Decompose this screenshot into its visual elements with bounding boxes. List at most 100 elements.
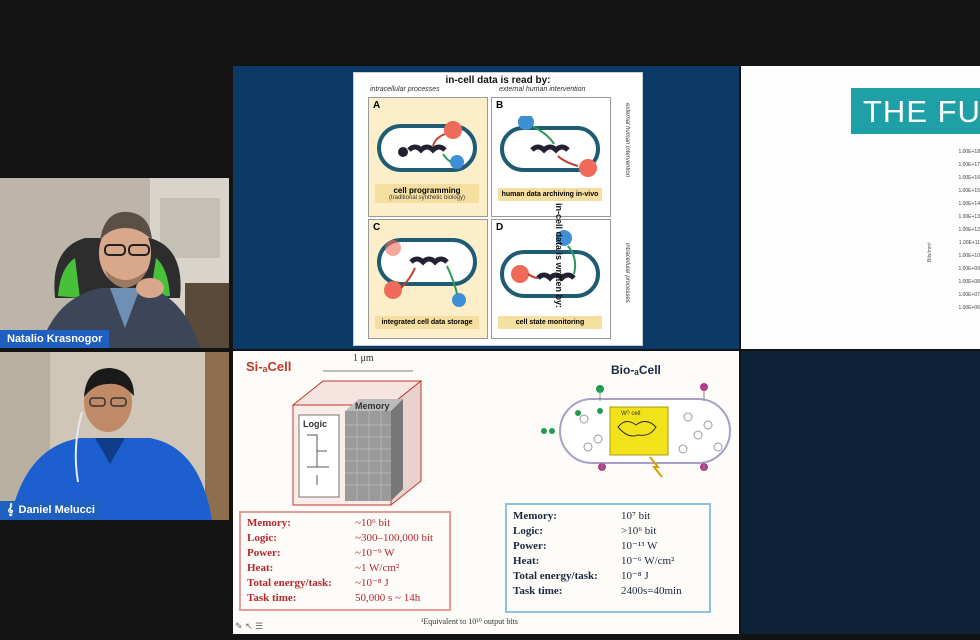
spec-key: Logic: (513, 525, 543, 537)
spec-value: ~300–100,000 bit (355, 532, 434, 544)
axis-tick-label: 1.00E+14 (958, 201, 980, 207)
cell-diagram-icon (377, 238, 477, 307)
bio-chip-label: Wᴼ cell (621, 411, 641, 417)
spec-row: Power: ~10⁻⁹ W (247, 546, 443, 561)
spec-value: 10⁻⁸ J (621, 570, 649, 582)
spec-value: 10⁷ bit (621, 510, 651, 522)
participant-name-tag: Natalio Krasnogor (0, 330, 110, 348)
spec-key: Total energy/task: (247, 577, 332, 589)
spec-value: 10⁻⁶ W/cm² (621, 555, 675, 567)
figure-side-label: in-cell data is written by: (554, 203, 564, 309)
spec-key: Total energy/task: (513, 570, 598, 582)
spec-row: Task time: 2400s=40min (513, 584, 703, 599)
shared-slide-cell-comparison[interactable]: Si-ₐCell 1 μm Logic Memory Memory:~10⁶ b… (233, 351, 739, 634)
pen-icon[interactable]: ✎ (235, 621, 243, 631)
figure-card: in-cell data is read by: intracellular p… (353, 72, 643, 346)
figure-subtitle-left: intracellular processes (370, 86, 440, 93)
spec-value: ~10⁻⁹ W (355, 547, 395, 559)
panel-caption: cell programming (traditional synthetic … (375, 184, 479, 203)
participant-tile-daniel[interactable]: 𝄞Daniel Melucci (0, 352, 229, 520)
figure-panel-a: A cell programming (traditional syntheti… (368, 97, 488, 217)
spec-row: Task time: 50,000 s ~ 14h (247, 591, 443, 606)
spec-key: Task time: (513, 585, 563, 597)
spec-value: 10⁻¹³ W (621, 540, 658, 552)
axis-ylabel: Bits/mm² (927, 242, 933, 262)
axis-tick-label: 1.00E+11 (958, 240, 980, 246)
spec-row: Heat: 10⁻⁶ W/cm² (513, 554, 703, 569)
axis-tick-label: 1.00E+08 (958, 279, 980, 285)
spec-row: Power: 10⁻¹³ W (513, 539, 703, 554)
shared-slide-in-cell-data[interactable]: in-cell data is read by: intracellular p… (233, 66, 739, 349)
bio-cell-diagram-icon (541, 383, 731, 478)
panel-letter: A (373, 100, 381, 111)
slide-footnote: ¹Equivalent to 10¹⁰ output bits (421, 617, 518, 626)
spec-row: Memory:10⁷ bit (513, 509, 703, 524)
axis-tick-label: 1.00E+17 (958, 162, 980, 168)
figure-panel-d: D cell state monitoring (491, 219, 611, 339)
cell-diagram-icon (500, 230, 600, 298)
axis-tick-label: 1.00E+18 (958, 149, 980, 155)
spec-key: Logic: (247, 532, 277, 544)
spec-row: Heat: ~1 W/cm² (247, 561, 443, 576)
participant-video-natalio (0, 178, 229, 348)
panel-caption: integrated cell data storage (375, 316, 479, 329)
panel-label: cell programming (393, 186, 461, 195)
cell-diagram-icon (500, 116, 600, 177)
axis-tick-label: 1.00E+12 (958, 227, 980, 233)
spec-key: Heat: (513, 555, 540, 567)
panel-label: integrated cell data storage (381, 319, 473, 326)
spec-key: Power: (247, 547, 281, 559)
shared-slide-the-future[interactable]: THE FU Bits/mm² 1.00E+18 1.00E+17 1.00E+16… (741, 66, 980, 349)
panel-caption: cell state monitoring (498, 316, 602, 329)
figure-panel-b: B human data archiving in-vivo (491, 97, 611, 217)
axis-tick-label: 1.00E+10 (958, 253, 980, 259)
pointer-icon[interactable]: ↖ (245, 621, 253, 631)
axis-tick-label: 1.00E+16 (958, 175, 980, 181)
figure-side-sub-top: external human intervention (624, 103, 630, 178)
figure-panel-c: C integrated cell data storage (368, 219, 488, 339)
si-cell-block-icon (291, 370, 423, 507)
axis-tick-label: 1.00E+15 (958, 188, 980, 194)
panel-sublabel: (traditional synthetic biology) (388, 195, 466, 201)
spec-key: Task time: (247, 592, 297, 604)
figure-side-sub-bottom: intracellular processes (624, 243, 630, 303)
participant-video-daniel (0, 352, 229, 520)
axis-ticks: 1.00E+18 1.00E+17 1.00E+16 1.00E+15 1.00E+14… (943, 146, 980, 315)
bio-cell-title: Bio-ₐCell (611, 363, 661, 377)
spec-row: Memory:~10⁶ bit (247, 516, 443, 531)
menu-icon[interactable]: ☰ (255, 621, 264, 631)
slide-toolbar[interactable]: ✎ ↖ ☰ (235, 621, 263, 632)
memory-label: Memory (355, 401, 390, 411)
spec-value: 2400s=40min (621, 585, 682, 597)
axis-tick-label: 1.00E+07 (958, 292, 980, 298)
panel-caption: human data archiving in-vivo (498, 188, 602, 201)
figure-title: in-cell data is read by: (445, 75, 551, 86)
spec-value: ~1 W/cm² (355, 562, 400, 574)
spec-key: Heat: (247, 562, 274, 574)
participant-tile-natalio[interactable]: Natalio Krasnogor (0, 178, 229, 348)
cell-diagram-icon (377, 121, 477, 172)
slide-title: THE FU (863, 94, 980, 129)
spec-value: >10⁶ bit (621, 525, 657, 537)
si-cell-title: Si-ₐCell (246, 359, 292, 374)
si-cell-dimension: 1 μm (353, 353, 374, 364)
axis-tick-label: 1.00E+06 (958, 305, 980, 311)
spec-value: 50,000 s ~ 14h (355, 592, 421, 604)
axis-tick-label: 1.00E+13 (958, 214, 980, 220)
spec-key: Power: (513, 540, 547, 552)
panel-letter: B (496, 100, 504, 111)
panel-letter: C (373, 222, 381, 233)
spec-row: Logic: >10⁶ bit (513, 524, 703, 539)
participant-name-tag: 𝄞Daniel Melucci (0, 501, 102, 520)
spec-row: Logic: ~300–100,000 bit (247, 531, 443, 546)
slide-title-banner: THE FU (851, 88, 980, 134)
spec-key: Memory: (247, 517, 291, 529)
spec-row: Total energy/task: ~10⁻⁸ J (247, 576, 443, 591)
panel-letter: D (496, 222, 504, 233)
logic-label: Logic (303, 419, 327, 429)
audio-icon: 𝄞 (7, 504, 14, 516)
panel-label: cell state monitoring (515, 319, 585, 326)
spec-value: ~10⁻⁸ J (355, 577, 389, 589)
